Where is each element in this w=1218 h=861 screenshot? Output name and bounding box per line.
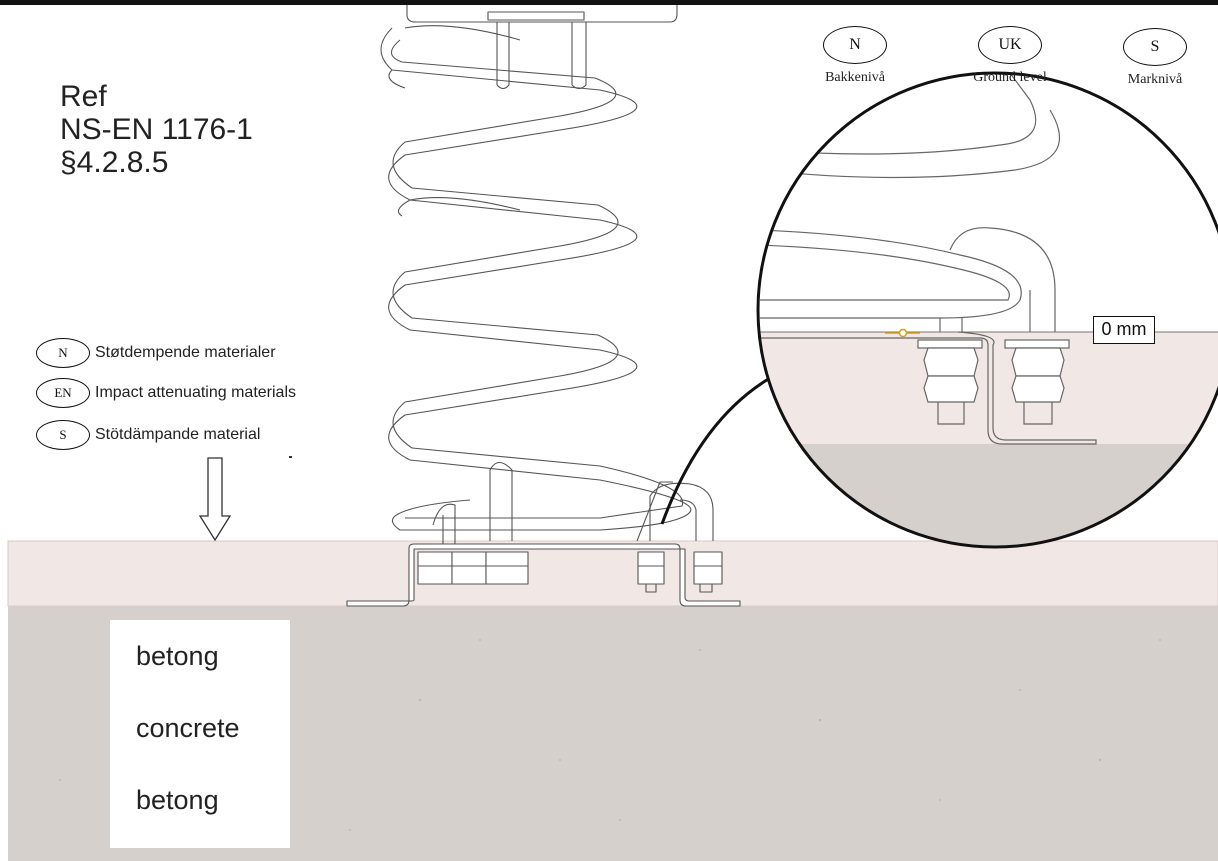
surface-legend-item: N Støtdempende materialer	[36, 337, 276, 369]
legend-label: Impact attenuating materials	[95, 384, 296, 401]
measurement-label: 0 mm	[1093, 316, 1155, 344]
ground-level-label: Marknivå	[1127, 72, 1183, 87]
surface-legend-item: EN Impact attenuating materials	[36, 377, 296, 409]
standard-reference: Ref NS-EN 1176-1 §4.2.8.5	[60, 80, 253, 179]
language-badge: N	[823, 26, 887, 64]
concrete-speckles	[59, 639, 1161, 831]
small-dash	[289, 456, 292, 458]
ground-level-item: S Marknivå	[1095, 28, 1215, 88]
language-badge: UK	[978, 26, 1042, 64]
ground-level-label: Ground level	[973, 70, 1047, 85]
ground-level-label: Bakkenivå	[825, 70, 885, 85]
legend-label: Stötdämpande material	[95, 426, 261, 443]
language-badge: N	[36, 338, 90, 368]
base-material-label: betong	[136, 785, 219, 815]
zoom-detail	[758, 73, 1218, 547]
legend-label: Støtdempende materialer	[95, 344, 276, 361]
down-arrow	[198, 457, 232, 542]
reference-line-2: NS-EN 1176-1	[60, 113, 253, 146]
ground-level-item: UK Ground level	[950, 26, 1070, 86]
language-badge: S	[1123, 28, 1187, 66]
spring-coil	[346, 5, 741, 607]
base-material-label: betong	[136, 641, 219, 671]
impact-surface-layer	[7, 540, 1218, 607]
top-border	[0, 0, 1218, 5]
ground-level-item: N Bakkenivå	[795, 26, 915, 86]
language-badge: EN	[36, 378, 90, 408]
surface-legend-item: S Stötdämpande material	[36, 419, 260, 451]
base-material-box: betong concrete betong	[110, 620, 290, 848]
zoom-circle-border	[756, 71, 1218, 549]
leader-line	[660, 376, 771, 525]
language-badge: S	[36, 420, 90, 450]
reference-line-1: Ref	[60, 80, 107, 113]
base-material-label: concrete	[136, 713, 240, 743]
reference-line-3: §4.2.8.5	[60, 146, 169, 179]
